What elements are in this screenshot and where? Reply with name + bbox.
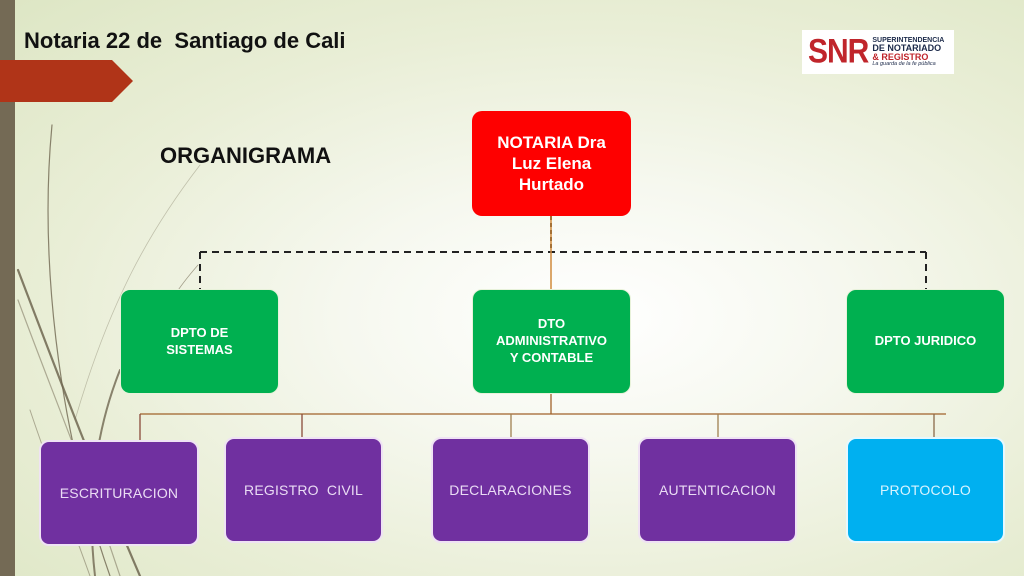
- dept-sistemas-line-2: SISTEMAS: [166, 341, 233, 357]
- root-line-3: Hurtado: [518, 175, 585, 195]
- dept-juridico-label: DPTO JURIDICO: [875, 333, 977, 350]
- dept-admin-label: DTO ADMINISTRATIVO Y CONTABLE: [496, 316, 607, 367]
- root-line-2: Luz Elena: [511, 153, 592, 173]
- dept-admin-line-3: Y CONTABLE: [509, 349, 594, 365]
- logo-line-1: SUPERINTENDENCIA: [872, 36, 945, 44]
- slide-title: Notaria 22 de Santiago de Cali: [24, 28, 346, 53]
- unit-node-registro-civil: REGISTRO CIVIL: [224, 437, 383, 543]
- logo-line-4: La guarda de la fe pública: [872, 60, 936, 67]
- unit-node-declaraciones: DECLARACIONES: [431, 437, 590, 543]
- dept-node-administrativo: DTO ADMINISTRATIVO Y CONTABLE: [472, 289, 631, 394]
- unit-node-escrituracion: ESCRITURACION: [39, 440, 199, 546]
- unit-node-autenticacion: AUTENTICACION: [638, 437, 797, 543]
- unit-registro-civil-label: REGISTRO CIVIL: [244, 482, 363, 498]
- left-accent-bar: [0, 0, 15, 576]
- unit-autenticacion-label: AUTENTICACION: [659, 482, 776, 498]
- dept-sistemas-line-1: DPTO DE: [170, 324, 229, 340]
- unit-node-protocolo: PROTOCOLO: [846, 437, 1005, 543]
- root-node-notaria: NOTARIA Dra Luz Elena Hurtado: [472, 111, 631, 216]
- dept-admin-line-2: ADMINISTRATIVO: [496, 333, 607, 349]
- slide-subtitle: ORGANIGRAMA: [160, 143, 332, 168]
- title-arrow-tab: [0, 60, 133, 102]
- unit-escrituracion-label: ESCRITURACION: [59, 485, 179, 501]
- unit-protocolo-label: PROTOCOLO: [879, 482, 971, 498]
- dept-juridico-line-1: DPTO JURIDICO: [874, 333, 977, 349]
- snr-logo-text: SUPERINTENDENCIA DE NOTARIADO & REGISTRO…: [872, 37, 944, 68]
- snr-logo: SNR SUPERINTENDENCIA DE NOTARIADO & REGI…: [802, 30, 954, 74]
- logo-line-3: & REGISTRO: [872, 51, 929, 62]
- dept-node-juridico: DPTO JURIDICO: [846, 289, 1005, 394]
- dept-admin-line-1: DTO: [537, 316, 566, 332]
- root-node-label: NOTARIA Dra Luz Elena Hurtado: [497, 132, 606, 196]
- dept-sistemas-label: DPTO DE SISTEMAS: [166, 325, 232, 359]
- dept-node-sistemas: DPTO DE SISTEMAS: [120, 289, 279, 394]
- unit-declaraciones-label: DECLARACIONES: [449, 482, 572, 498]
- logo-line-2: DE NOTARIADO: [872, 42, 942, 53]
- snr-logo-mark: SNR: [808, 32, 869, 71]
- root-line-1: NOTARIA Dra: [497, 132, 606, 152]
